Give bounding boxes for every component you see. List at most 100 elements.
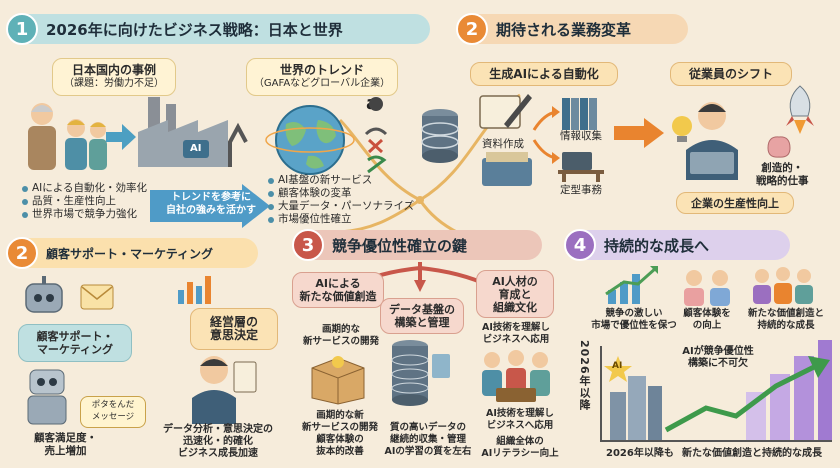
- col1-desc-line2: 新サービスの開発: [302, 336, 379, 347]
- japan-title-text: 日本国内の事例: [71, 63, 156, 77]
- growth-label-1-line2: 市場で優位性を保つ: [591, 320, 677, 331]
- section4-title: 持続的な成長へ: [604, 236, 710, 255]
- col3-bottom-line2: ビジネスへ応用: [486, 420, 554, 431]
- section2a-title: 期待される業務変革: [496, 20, 632, 39]
- auto-title: 生成AIによる自動化: [470, 62, 618, 86]
- factory-ai-label: AI: [190, 143, 202, 154]
- growth-label-3-line1: 新たな価値創造と: [747, 308, 824, 319]
- trend-arrow-line1: トレンドを参考に: [171, 192, 251, 203]
- result-line1: 顧客満足度・: [34, 432, 97, 444]
- japan-arrow-icon: [106, 124, 136, 150]
- productivity-pill: 企業の生産性向上: [676, 192, 794, 214]
- japan-title: 日本国内の事例 （課題：労働力不足）: [52, 58, 176, 96]
- workers-icon: [28, 103, 107, 170]
- bar-chart-icon: [178, 276, 211, 304]
- col3-desc-line1: AI技術を理解し: [482, 322, 550, 333]
- section3-number: 3: [292, 229, 324, 261]
- col1-bottom-line4: 抜本的改善: [316, 446, 364, 457]
- col1-desc: 画期的な 新サービスの開発: [296, 324, 386, 348]
- world-bullets: AI基盤の新サービス 顧客体験の変革 大量データ・パーソナライズ 市場優位性確立: [268, 174, 458, 226]
- japan-bullet-1: AIによる自動化・効率化: [22, 182, 202, 195]
- col1-title: AIによる 新たな価値創造: [292, 272, 384, 308]
- col2-title-line2: 構築と管理: [394, 316, 450, 329]
- col1-desc-line1: 画期的な: [321, 324, 360, 335]
- city-growth-icon: [600, 340, 832, 442]
- growth-label-2-line1: 顧客体験を: [683, 308, 731, 319]
- col2-bottom-line1: 質の高いデータの: [389, 422, 466, 433]
- col1-bottom-line2: 新サービスの開発: [301, 422, 378, 433]
- col3-title-line2: 育成と: [498, 287, 532, 301]
- section2a-number: 2: [456, 13, 488, 45]
- col2-title: データ基盤の 構築と管理: [380, 298, 464, 334]
- chatbot-icon: [25, 276, 63, 313]
- exec-pill: 経営層の 意思決定: [190, 308, 278, 350]
- globe-icon: [265, 105, 355, 175]
- col1-title-line1: AIによる: [315, 277, 361, 290]
- col3-bottom-line4: AIリテラシー向上: [481, 448, 559, 459]
- vertical-year-label: 2026年以降: [578, 340, 591, 411]
- lightbulb-icon: [672, 116, 692, 142]
- growth-label-3-line2: 持続的な成長: [757, 320, 815, 331]
- info-label: 情報収集: [560, 130, 602, 142]
- shift-arrow-icon: [614, 118, 664, 148]
- section4-number: 4: [564, 229, 596, 261]
- col3-title-line3: 組織文化: [493, 300, 537, 314]
- team-icon: [482, 350, 550, 402]
- value-box-icon: [311, 356, 365, 405]
- trend-arrow-icon: [150, 184, 270, 228]
- brain-icon: [767, 136, 791, 158]
- col2-bottom-line2: 継続的収集・管理: [389, 434, 466, 445]
- factory-icon: [138, 97, 248, 167]
- team-growth-icon: [753, 267, 813, 304]
- section2b-title: 顧客サポート・マーケティング: [46, 246, 214, 261]
- col3-title-line1: AI人材の: [492, 274, 538, 288]
- creative-line2: 戦略的仕事: [756, 174, 809, 187]
- growth-chart-icon: [605, 266, 658, 304]
- japan-bullet-2: 品質・生産性向上: [22, 195, 202, 208]
- decision-line3: ビジネス成長加速: [178, 448, 258, 459]
- creative-line1: 創造的・: [761, 162, 804, 174]
- col3-bottom: AI技術を理解し ビジネスへ応用 組織全体の AIリテラシー向上: [470, 408, 570, 460]
- ai-key-line2: 構築に不可欠: [688, 358, 748, 369]
- customers-icon: [684, 270, 730, 306]
- growth-label-1: 競争の激しい 市場で優位性を保つ: [590, 308, 678, 332]
- world-subtitle: （GAFAなどグローバル企業）: [253, 78, 391, 89]
- document-quill-icon: [479, 94, 532, 129]
- col3-bottom-line1: AI技術を理解し: [486, 408, 554, 419]
- files-icon: [482, 152, 532, 186]
- col2-bottom-line3: AIの学習の質を左右: [384, 446, 472, 457]
- col3-bottom-line3: 組織全体の: [496, 436, 544, 447]
- section3-banner: 3 競争優位性確立の鍵: [292, 229, 542, 261]
- chat-bubble: ポタをんだ メッセージ: [80, 396, 146, 428]
- col2-title-line1: データ基盤の: [389, 303, 455, 316]
- businessman-icon: [192, 356, 257, 424]
- shift-title: 従業員のシフト: [670, 62, 792, 86]
- exec-line1: 経営層の: [209, 315, 258, 329]
- col3-title: AI人材の 育成と 組織文化: [476, 270, 554, 318]
- world-bullet-1: AI基盤の新サービス: [268, 174, 458, 187]
- section3-title: 競争優位性確立の鍵: [332, 236, 468, 255]
- bottom-left-label: 2026年以降も: [606, 448, 674, 459]
- support-line2: マーケティング: [36, 343, 114, 356]
- result-line2: 売上増加: [44, 444, 87, 457]
- rocket-icon: [786, 85, 814, 134]
- ai-key-line1: AIが競争優位性: [682, 346, 754, 357]
- japan-bullets: AIによる自動化・効率化 品質・生産性向上 世界市場で競争力強化: [22, 182, 202, 221]
- col1-bottom-line1: 画期的な新: [316, 410, 364, 421]
- mail-icon: [80, 284, 114, 310]
- exec-line2: 意思決定: [209, 328, 258, 342]
- growth-label-1-line1: 競争の激しい: [605, 308, 663, 319]
- trend-arrow-line2: 自社の強みを活かす: [166, 204, 256, 216]
- robot-icon: [27, 369, 67, 425]
- section2b-banner: 2 顧客サポート・マーケティング: [6, 237, 258, 269]
- section4-banner: 4 持続的な成長へ: [564, 229, 790, 261]
- doc-label: 資料作成: [482, 138, 524, 150]
- col1-title-line2: 新たな価値創造: [299, 290, 377, 303]
- employee-icon: [686, 102, 738, 180]
- section2a-banner: 2 期待される業務変革: [456, 13, 688, 45]
- section1-title: 2026年に向けたビジネス戦略：日本と世界: [46, 20, 343, 39]
- routine-label: 定型事務: [560, 184, 602, 196]
- col1-bottom: 画期的な新 新サービスの開発 顧客体験の 抜本的改善: [292, 410, 388, 458]
- growth-label-3: 新たな価値創造と 持続的な成長: [740, 308, 832, 332]
- creative-text: 創造的・ 戦略的仕事: [756, 162, 809, 187]
